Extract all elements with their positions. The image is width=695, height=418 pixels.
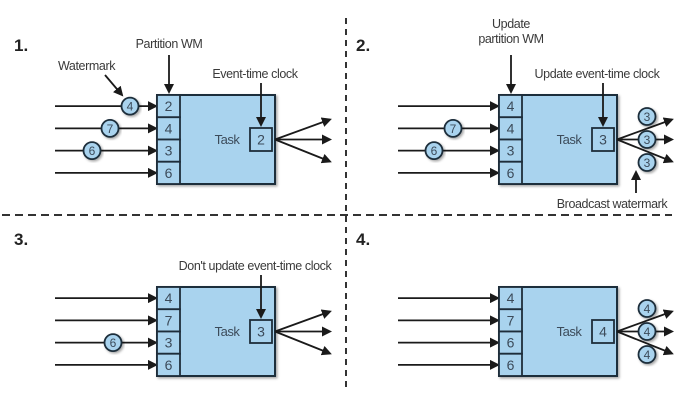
watermark-circle: [100, 118, 120, 138]
clock-annotation: Update event-time clock: [535, 67, 661, 81]
panel-number: 2.: [356, 36, 370, 55]
event-time-clock-value: 3: [599, 132, 607, 148]
output-watermark-value: 3: [644, 110, 651, 124]
panel-number: 1.: [14, 36, 28, 55]
output-watermark-circle: [637, 299, 657, 318]
watermark-circle: [424, 141, 444, 161]
partition-watermark-value: 3: [165, 335, 173, 351]
watermark-value: 7: [450, 122, 457, 136]
output-watermark-value: 4: [644, 302, 651, 316]
partition-watermark-cell: [156, 160, 181, 185]
output-watermark-circle: [637, 130, 657, 149]
partition-watermark-value: 4: [507, 120, 515, 136]
partition-watermark-value: 2: [165, 98, 173, 114]
output-stream-arrow: [274, 138, 332, 164]
partition-watermark-value: 6: [507, 357, 515, 373]
output-watermark-circle: [637, 322, 657, 341]
output-stream-arrow: [616, 117, 674, 141]
input-watermark-1: 7: [100, 118, 120, 138]
output-watermark-value: 3: [644, 156, 651, 170]
watermark-circle: [120, 96, 140, 116]
output-stream-arrow: [616, 309, 674, 333]
partition-watermark-cell: [498, 160, 523, 185]
partition-watermark-value: 6: [165, 165, 173, 181]
watermark-value: 6: [89, 144, 96, 158]
output-stream-arrow: [616, 138, 674, 164]
partition-watermark-value: 4: [165, 120, 173, 136]
input-watermark-0: 4: [120, 96, 140, 116]
partition-watermark-value: 6: [507, 335, 515, 351]
partition-watermark-value: 6: [507, 165, 515, 181]
clock-annotation: Don't update event-time clock: [179, 259, 333, 273]
partition-watermark-value: 4: [507, 98, 515, 114]
partition-watermark-cell: [498, 352, 523, 377]
output-watermark-circle: [637, 107, 657, 126]
output-stream-arrow: [274, 330, 332, 356]
partition-annotation: Update: [492, 17, 530, 31]
watermark-circle: [82, 141, 102, 161]
watermark-annotation: Watermark: [58, 59, 116, 73]
partition-watermark-value: 7: [165, 312, 173, 328]
watermark-circle: [443, 118, 463, 138]
output-stream-arrow: [274, 309, 332, 333]
watermark-annotation-arrow: [104, 74, 124, 97]
partition-watermark-value: 4: [507, 290, 515, 306]
clock-annotation: Event-time clock: [212, 67, 298, 81]
broadcast-annotation: Broadcast watermark: [557, 197, 669, 211]
task-label: Task: [557, 324, 583, 339]
output-watermark-value: 4: [644, 325, 651, 339]
input-watermark-2: 6: [82, 141, 102, 161]
output-watermark-value: 4: [644, 348, 651, 362]
input-watermark-0: 7: [443, 118, 463, 138]
panel-3: 3. 6 4 7 3 6 Task 3 Don't update event-time cloc…: [14, 230, 333, 377]
input-watermark-1: 6: [424, 141, 444, 161]
watermark-value: 6: [431, 144, 438, 158]
task-label: Task: [215, 324, 241, 339]
panel-4: 4. 4 7 6 6 Task 4 4 4 4: [356, 230, 674, 377]
event-time-clock-box: [249, 127, 273, 152]
output-stream-arrow: [616, 330, 674, 356]
partition-watermark-value: 3: [165, 143, 173, 159]
event-time-clock-value: 3: [257, 324, 265, 340]
partition-annotation: Partition WM: [136, 37, 203, 51]
panel-number: 4.: [356, 230, 370, 249]
task-label: Task: [557, 132, 583, 147]
watermark-value: 6: [110, 336, 117, 350]
event-time-clock-box: [591, 319, 615, 344]
partition-annotation: partition WM: [478, 32, 543, 46]
output-watermark-circle: [637, 345, 657, 364]
event-time-clock-value: 4: [599, 324, 607, 340]
event-time-clock-value: 2: [257, 132, 265, 148]
event-time-clock-box: [591, 127, 615, 152]
task-label: Task: [215, 132, 241, 147]
watermark-value: 4: [127, 100, 134, 114]
partition-watermark-cell: [156, 352, 181, 377]
output-watermark-value: 3: [644, 133, 651, 147]
partition-watermark-value: 3: [507, 143, 515, 159]
watermark-value: 7: [107, 122, 114, 136]
input-watermark-0: 6: [103, 333, 123, 353]
partition-watermark-value: 7: [507, 312, 515, 328]
output-stream-arrow: [274, 117, 332, 141]
event-time-clock-box: [249, 319, 273, 344]
watermark-circle: [103, 333, 123, 353]
output-watermark-circle: [637, 153, 657, 172]
panel-number: 3.: [14, 230, 28, 249]
partition-watermark-value: 6: [165, 357, 173, 373]
partition-watermark-value: 4: [165, 290, 173, 306]
